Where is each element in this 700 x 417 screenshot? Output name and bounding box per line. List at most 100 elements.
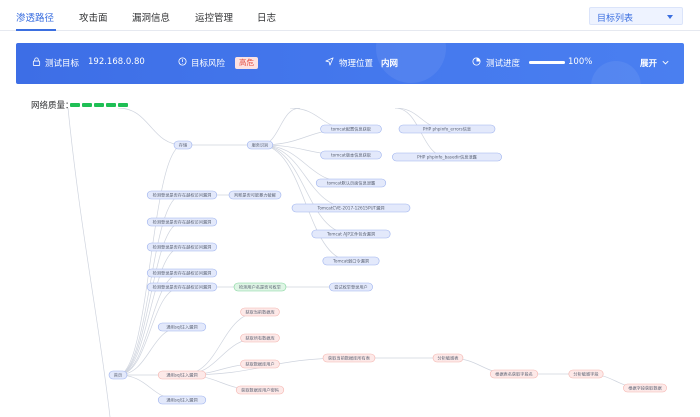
graph-node[interactable]: 分析敏感字段 [568, 369, 604, 379]
graph-node-box [233, 282, 287, 292]
target-list-label: 目标列表 [597, 14, 634, 24]
risk-icon [178, 57, 187, 66]
graph-node-label: 获取所有数据库 [245, 335, 274, 342]
graph-node[interactable]: 获取所有数据库 [240, 333, 280, 343]
graph-node[interactable]: 获取当前数据库 [240, 307, 280, 317]
graph-node[interactable]: 尝试枚举登录用户 [329, 282, 373, 292]
graph-node-label: 首页 [114, 372, 122, 379]
graph-node[interactable]: PHP phpinfo_errors信息 [398, 124, 496, 134]
graph-node[interactable]: 检测登录是否存在越权访问漏洞 [146, 217, 218, 227]
progress-bar [529, 61, 565, 64]
graph-node[interactable]: 根据表名获取字段名 [489, 369, 539, 379]
graph-node-box [146, 282, 218, 292]
graph-node-box [246, 140, 274, 150]
graph-node[interactable]: 通用sql注入漏洞 [157, 395, 207, 405]
graph-node-label: PHP phpinfo_basedir信息泄露 [417, 154, 478, 161]
graph-edge [259, 144, 352, 184]
graph-node-box [322, 256, 380, 266]
graph-node[interactable]: PHP phpinfo_basedir信息泄露 [392, 152, 502, 162]
graph-node[interactable]: 通用sql注入漏洞 [157, 322, 207, 332]
graph-node-box [392, 152, 502, 162]
graph-edge [67, 108, 111, 417]
penetration-path-graph[interactable]: 首页 存储 服务识别 tomcat配置信息获取 tomcat版本信息获取 tomcat默认… [0, 108, 700, 417]
graph-node[interactable]: 获取当前数据库所有表 [322, 353, 376, 363]
location-value: 内网 [381, 59, 399, 69]
graph-node-box [240, 359, 280, 369]
progress-value: 100% [568, 57, 593, 67]
graph-node-label: 检测用户名是否可枚举 [239, 284, 282, 291]
graph-node[interactable]: 获取数据库用户密码 [235, 385, 285, 395]
progress-clock-icon [472, 57, 481, 66]
graph-node-label: 分析敏感表 [438, 355, 460, 362]
graph-node-box [157, 395, 207, 405]
graph-node-box [173, 140, 193, 150]
tab-attack-surface[interactable]: 攻击面 [79, 13, 108, 24]
graph-node[interactable]: 检测登录是否存在越权访问漏洞 [146, 282, 218, 292]
graph-node-box [235, 385, 285, 395]
graph-node-label: tomcat配置信息获取 [331, 126, 372, 133]
graph-node[interactable]: 获取数据库用户 [240, 359, 280, 369]
graph-node-box [623, 383, 667, 393]
graph-edge [117, 144, 184, 376]
graph-node[interactable]: 检测登录是否存在越权访问漏洞 [146, 242, 218, 252]
graph-node[interactable]: 通用sql注入漏洞 [157, 370, 207, 380]
graph-node-label: 存储 [179, 142, 187, 149]
graph-node-box [146, 190, 218, 200]
graph-node-box [240, 333, 280, 343]
graph-node-box [146, 217, 218, 227]
tab-penetration-path[interactable]: 渗透路径 [16, 13, 55, 24]
chevron-down-icon[interactable] [661, 58, 670, 67]
graph-node-label: 通用sql注入漏洞 [166, 397, 197, 404]
progress-bar-fill [529, 61, 565, 64]
tab-log[interactable]: 日志 [257, 13, 277, 24]
tab-vulnerability-info[interactable]: 漏洞信息 [132, 13, 171, 24]
graph-edge [117, 246, 183, 376]
graph-node-box [320, 150, 382, 160]
graph-node-label: 服务识别 [252, 142, 269, 149]
risk-badge: 高危 [235, 57, 258, 69]
chevron-down-icon [667, 15, 673, 19]
graph-node-box [432, 353, 464, 363]
graph-node[interactable]: tomcat默认页面信息泄露 [315, 178, 387, 188]
graph-node[interactable]: tomcat版本信息获取 [320, 150, 382, 160]
graph-node[interactable]: 服务识别 [246, 140, 274, 150]
graph-node[interactable]: 检测用户名是否可枚举 [233, 282, 287, 292]
network-quality-bar [106, 103, 116, 107]
graph-node-label: 尝试枚举登录用户 [334, 284, 368, 291]
graph-node[interactable]: tomcat配置信息获取 [320, 124, 382, 134]
graph-node-label: 检测登录是否存在越权访问漏洞 [153, 192, 212, 199]
graph-node[interactable]: Tomcat AJP文件包含漏洞 [311, 229, 391, 239]
graph-node[interactable]: 存储 [173, 140, 193, 150]
graph-node-label: 根据字段获取数据 [628, 385, 662, 392]
graph-node-label: PHP phpinfo_errors信息 [423, 126, 471, 133]
graph-node[interactable]: 根据字段获取数据 [623, 383, 667, 393]
graph-node-label: 通用sql注入漏洞 [166, 324, 197, 331]
graph-node-label: 通用sql注入漏洞 [166, 372, 197, 379]
graph-node[interactable]: Tomcat弱口令漏洞 [322, 256, 380, 266]
location-label: 物理位置 [339, 59, 374, 69]
graph-node[interactable]: TomcatCVE-2017-12615PUT漏洞 [291, 203, 411, 213]
graph-node-label: 获取当前数据库 [245, 309, 274, 316]
graph-node-label: 根据表名获取字段名 [495, 371, 533, 378]
graph-node[interactable]: 检测登录是否存在越权访问漏洞 [146, 190, 218, 200]
graph-node-label: Tomcat弱口令漏洞 [332, 258, 369, 265]
tab-remote-control[interactable]: 运控管理 [195, 13, 234, 24]
graph-node-box [489, 369, 539, 379]
risk-label: 目标风险 [191, 59, 226, 69]
network-quality-bar [94, 103, 104, 107]
graph-node-box [311, 229, 391, 239]
target-list-select[interactable]: 目标列表 [589, 7, 683, 25]
graph-node[interactable]: 首页 [108, 370, 128, 380]
graph-node-box [157, 370, 207, 380]
location-arrow-icon [325, 57, 334, 66]
graph-node[interactable]: 检测登录是否存在越权访问漏洞 [146, 268, 218, 278]
expand-button[interactable]: 展开 [640, 59, 658, 69]
graph-node-label: 获取数据库用户 [245, 361, 274, 368]
banner-decoration [591, 61, 641, 84]
graph-node[interactable]: 分析敏感表 [432, 353, 464, 363]
graph-node-label: 检测登录是否存在越权访问漏洞 [153, 244, 212, 251]
graph-node[interactable]: 判断是否可能暴力破解 [228, 190, 282, 200]
graph-node-label: 分析敏感字段 [573, 371, 599, 378]
graph-edge [259, 144, 352, 262]
graph-node-box [568, 369, 604, 379]
